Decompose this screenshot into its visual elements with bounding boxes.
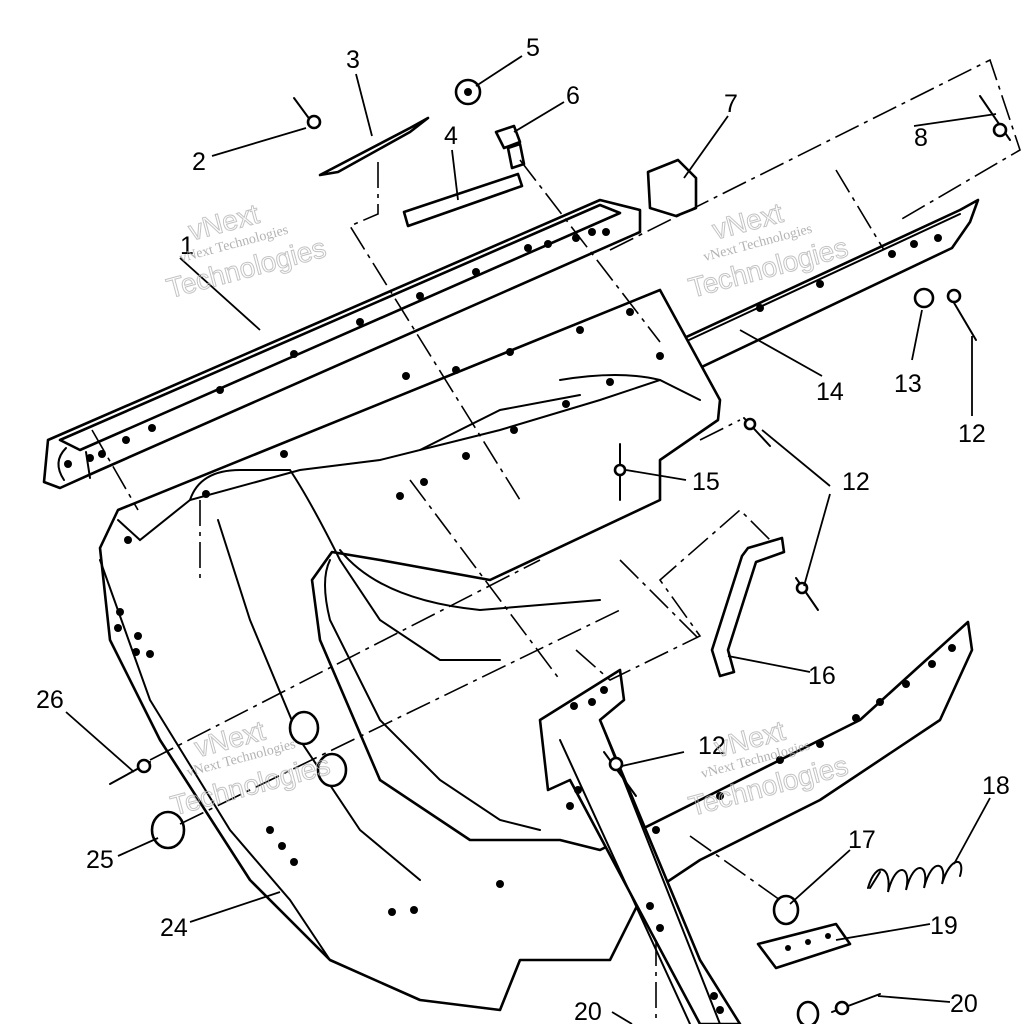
leader-lines bbox=[65, 55, 997, 1024]
part-6-bolt bbox=[494, 124, 526, 170]
callout-13: 13 bbox=[894, 370, 922, 398]
callout-2: 2 bbox=[192, 148, 206, 176]
callout-18: 18 bbox=[982, 772, 1010, 800]
callout-17: 17 bbox=[848, 826, 876, 854]
part-5-nut bbox=[454, 78, 482, 106]
callout-6: 6 bbox=[566, 82, 580, 110]
callout-5: 5 bbox=[526, 34, 540, 62]
part-3-lens bbox=[318, 116, 430, 177]
part-25-plug bbox=[150, 710, 348, 850]
callout-26: 26 bbox=[36, 686, 64, 714]
watermark-left-top: vNext vNext Technologies Technologies bbox=[163, 198, 330, 305]
callout-12-a: 12 bbox=[958, 420, 986, 448]
callout-20-b: 20 bbox=[950, 990, 978, 1018]
part-20-bar bbox=[538, 668, 742, 1024]
part-26-screw bbox=[109, 758, 152, 785]
center-lines bbox=[91, 58, 1021, 1024]
part-2-screw bbox=[293, 97, 322, 130]
part-19-plate bbox=[756, 922, 852, 970]
callout-16: 16 bbox=[808, 662, 836, 690]
part-20-screw bbox=[796, 993, 881, 1024]
part-15-screw bbox=[613, 443, 627, 501]
part-8-screw bbox=[979, 95, 1011, 141]
callout-12-c: 12 bbox=[698, 732, 726, 760]
callout-19: 19 bbox=[930, 912, 958, 940]
callout-20-a: 20 bbox=[574, 998, 602, 1024]
part-13-nut bbox=[913, 287, 935, 309]
callout-15: 15 bbox=[692, 468, 720, 496]
callout-labels: 1 2 3 4 5 6 7 8 13 12 14 15 12 16 12 17 … bbox=[36, 34, 1010, 1024]
part-12-screw-c bbox=[603, 751, 637, 797]
callout-4: 4 bbox=[444, 122, 458, 150]
part-7-connector bbox=[646, 158, 698, 218]
callout-1: 1 bbox=[180, 232, 194, 260]
part-4-strip bbox=[402, 172, 524, 228]
part-12-screw-a bbox=[946, 288, 977, 341]
callout-7: 7 bbox=[724, 90, 738, 118]
callout-24: 24 bbox=[160, 914, 188, 942]
callout-12-b: 12 bbox=[842, 468, 870, 496]
callout-3: 3 bbox=[346, 46, 360, 74]
part-16-bracket bbox=[710, 536, 786, 678]
watermark-right-bottom: vNext vNext Technologies Technologies bbox=[685, 714, 852, 822]
part-24-body bbox=[98, 288, 974, 1012]
part-12-screw-b bbox=[743, 417, 819, 611]
callout-8: 8 bbox=[914, 124, 928, 152]
callout-25: 25 bbox=[86, 846, 114, 874]
callout-14: 14 bbox=[816, 378, 844, 406]
part-18-spring bbox=[867, 860, 963, 893]
